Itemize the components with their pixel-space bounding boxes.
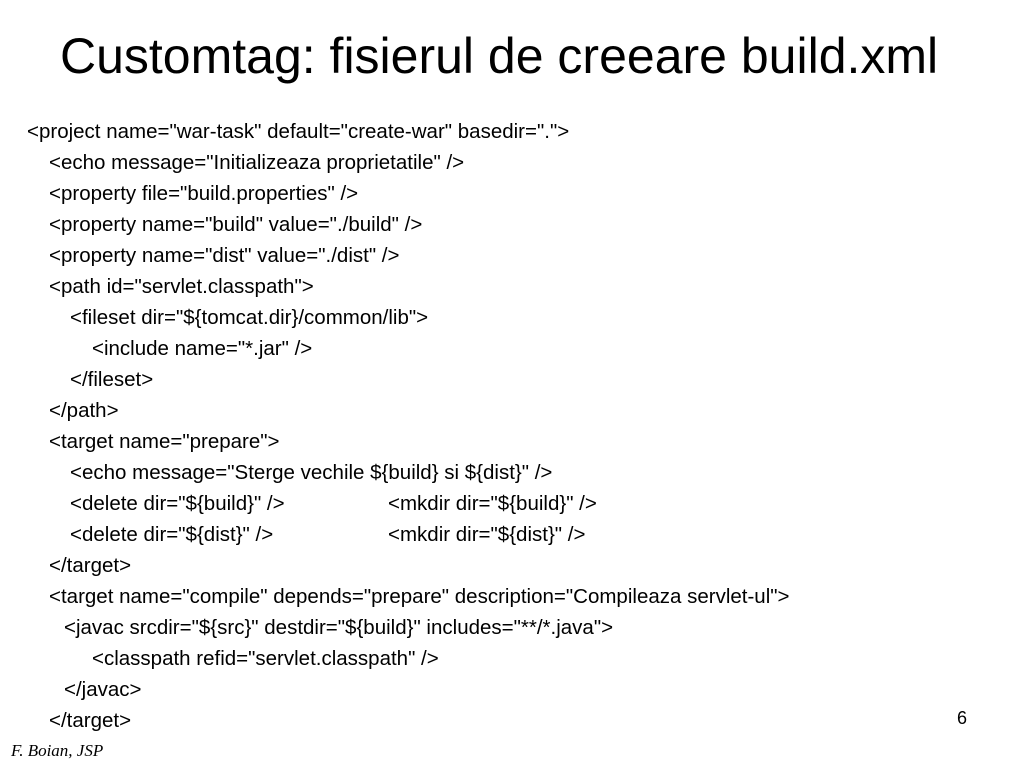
code-line: <include name="*.jar" /> xyxy=(92,335,312,363)
code-line-text: <path id="servlet.classpath"> xyxy=(49,275,314,298)
code-line: <delete dir="${dist}" /> xyxy=(70,521,273,549)
code-line: <echo message="Sterge vechile ${build} s… xyxy=(70,459,552,487)
code-line-text: <echo message="Sterge vechile ${build} s… xyxy=(70,461,553,484)
code-line-text: <delete dir="${build}" /> xyxy=(70,492,285,515)
code-line-text-second: <mkdir dir="${dist}" /> xyxy=(388,523,586,546)
code-line: <property file="build.properties" /> xyxy=(49,180,358,208)
code-line-text: <project name="war-task" default="create… xyxy=(27,120,570,143)
code-line-text: </target> xyxy=(49,709,132,732)
code-line-text: <delete dir="${dist}" /> xyxy=(70,523,274,546)
code-line-text: </path> xyxy=(49,399,119,422)
code-line-text: <target name="prepare"> xyxy=(49,430,280,453)
code-line-text: <fileset dir="${tomcat.dir}/common/lib"> xyxy=(70,306,429,329)
code-line-text: <property file="build.properties" /> xyxy=(49,182,359,205)
code-line: <property name="build" value="./build" /… xyxy=(49,211,422,239)
code-line: <classpath refid="servlet.classpath" /> xyxy=(92,645,439,673)
code-line: </javac> xyxy=(64,676,142,704)
code-line-text: <property name="build" value="./build" /… xyxy=(49,213,423,236)
code-line: </fileset> xyxy=(70,366,153,394)
footer-author: F. Boian, JSP xyxy=(11,741,104,760)
slide-title: Customtag: fisierul de creeare build.xml xyxy=(60,28,939,84)
code-line-text: <classpath refid="servlet.classpath" /> xyxy=(92,647,439,670)
code-line: <target name="compile" depends="prepare"… xyxy=(49,583,790,611)
code-line: <delete dir="${build}" /> xyxy=(70,490,285,518)
code-line: <project name="war-task" default="create… xyxy=(27,118,569,146)
code-line: <target name="prepare"> xyxy=(49,428,280,456)
code-line: <path id="servlet.classpath"> xyxy=(49,273,314,301)
page-number: 6 xyxy=(956,708,967,728)
code-line: <property name="dist" value="./dist" /> xyxy=(49,242,399,270)
code-line: <javac srcdir="${src}" destdir="${build}… xyxy=(64,614,613,642)
code-line: </target> xyxy=(49,552,131,580)
code-line: </target> xyxy=(49,707,131,735)
code-line-text: <target name="compile" depends="prepare"… xyxy=(49,585,790,608)
code-line-text: </target> xyxy=(49,554,132,577)
code-line: <fileset dir="${tomcat.dir}/common/lib"> xyxy=(70,304,428,332)
code-line-text: </javac> xyxy=(64,678,142,701)
code-line-text: <echo message="Initializeaza proprietati… xyxy=(49,151,465,174)
code-line-text: </fileset> xyxy=(70,368,154,391)
code-line: <echo message="Initializeaza proprietati… xyxy=(49,149,464,177)
code-line-text: <property name="dist" value="./dist" /> xyxy=(49,244,400,267)
code-line: </path> xyxy=(49,397,119,425)
code-line-text-second: <mkdir dir="${build}" /> xyxy=(388,492,597,515)
code-line-text: <include name="*.jar" /> xyxy=(92,337,313,360)
code-line-text: <javac srcdir="${src}" destdir="${build}… xyxy=(64,616,614,639)
